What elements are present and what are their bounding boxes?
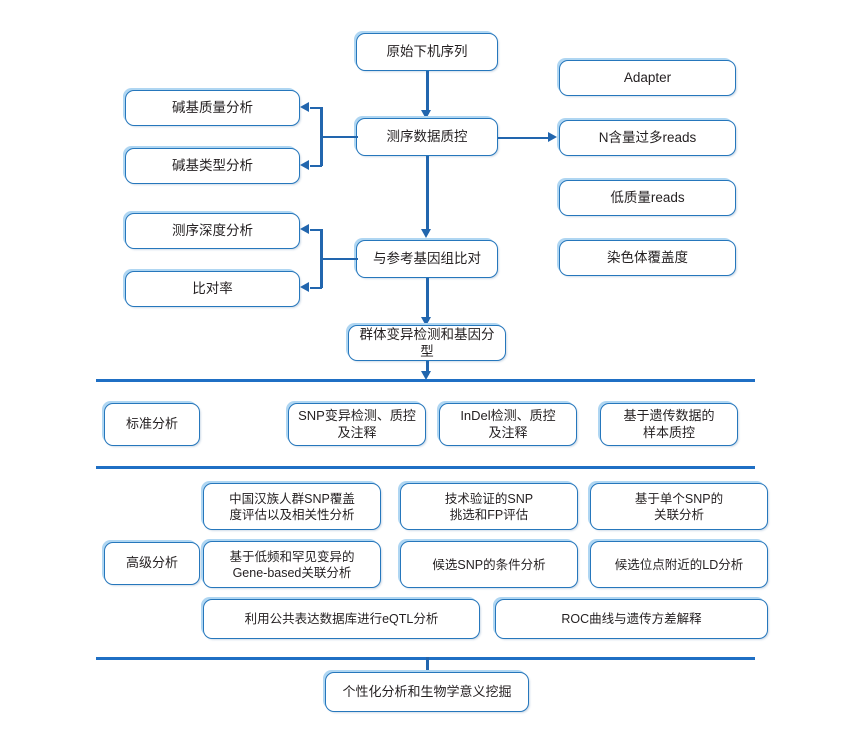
section-label-standard-text: 标准分析 bbox=[125, 416, 178, 432]
arrowhead-to-depth-analysis bbox=[300, 224, 309, 234]
node-personalized-analysis[interactable]: 个性化分析和生物学意义挖掘 bbox=[325, 672, 529, 712]
node-standard-item-0-label: SNP变异检测、质控 及注释 bbox=[298, 407, 416, 440]
connector-qc-to-align bbox=[426, 156, 429, 233]
node-advanced-r2-item-2[interactable]: 候选位点附近的LD分析 bbox=[590, 541, 768, 588]
connector-qc-to-n-reads bbox=[498, 136, 548, 139]
node-advanced-r2-item-2-label: 候选位点附近的LD分析 bbox=[614, 557, 744, 572]
node-variant-calling-label: 群体变异检测和基因分型 bbox=[359, 326, 495, 359]
node-base-type[interactable]: 碱基类型分析 bbox=[125, 148, 300, 184]
connector-to-alignment-rate bbox=[310, 286, 322, 289]
node-advanced-r1-item-0[interactable]: 中国汉族人群SNP覆盖 度评估以及相关性分析 bbox=[203, 483, 381, 530]
arrowhead-variant-to-standard bbox=[420, 371, 431, 380]
node-raw-sequence-label: 原始下机序列 bbox=[386, 44, 468, 60]
node-alignment-rate[interactable]: 比对率 bbox=[125, 271, 300, 307]
connector-qc-left-riser bbox=[320, 107, 323, 166]
node-variant-calling[interactable]: 群体变异检测和基因分型 bbox=[348, 325, 506, 361]
node-align-reference[interactable]: 与参考基因组比对 bbox=[356, 240, 498, 278]
arrowhead-to-alignment-rate bbox=[300, 282, 309, 292]
node-depth-analysis[interactable]: 测序深度分析 bbox=[125, 213, 300, 249]
node-standard-item-2-label: 基于遗传数据的 样本质控 bbox=[623, 407, 715, 440]
connector-raw-to-qc bbox=[426, 71, 429, 114]
node-advanced-r3-item-0-label: 利用公共表达数据库进行eQTL分析 bbox=[244, 612, 439, 626]
arrowhead-raw-to-qc bbox=[420, 110, 431, 119]
arrowhead-qc-to-align bbox=[420, 229, 431, 238]
node-standard-item-1-label: InDel检测、质控 及注释 bbox=[460, 407, 556, 440]
node-adapter[interactable]: Adapter bbox=[559, 60, 736, 96]
arrowhead-align-to-variant bbox=[420, 317, 431, 326]
node-advanced-r2-item-1[interactable]: 候选SNP的条件分析 bbox=[400, 541, 578, 588]
connector-to-depth-analysis bbox=[310, 228, 322, 231]
divider-standard-top bbox=[96, 379, 755, 382]
connector-variant-to-standard bbox=[426, 361, 429, 375]
connector-to-base-quality bbox=[310, 106, 322, 109]
node-advanced-r2-item-0[interactable]: 基于低频和罕见变异的 Gene-based关联分析 bbox=[203, 541, 381, 588]
node-depth-analysis-label: 测序深度分析 bbox=[172, 223, 253, 239]
connector-align-to-variant bbox=[426, 278, 429, 321]
divider-advanced-bottom bbox=[96, 657, 755, 660]
node-adapter-label: Adapter bbox=[623, 70, 672, 86]
node-base-type-label: 碱基类型分析 bbox=[172, 158, 253, 174]
node-chromosome-coverage[interactable]: 染色体覆盖度 bbox=[559, 240, 736, 276]
node-alignment-rate-label: 比对率 bbox=[192, 281, 233, 297]
node-advanced-r3-item-1[interactable]: ROC曲线与遗传方差解释 bbox=[495, 599, 768, 639]
node-high-n-reads-label: N含量过多reads bbox=[598, 130, 697, 146]
node-base-quality-label: 碱基质量分析 bbox=[172, 100, 253, 116]
node-advanced-r1-item-2[interactable]: 基于单个SNP的 关联分析 bbox=[590, 483, 768, 530]
node-advanced-r3-item-1-label: ROC曲线与遗传方差解释 bbox=[561, 612, 702, 626]
node-advanced-r2-item-1-label: 候选SNP的条件分析 bbox=[432, 557, 546, 572]
node-advanced-r1-item-1-label: 技术验证的SNP 挑选和FP评估 bbox=[444, 491, 534, 522]
node-standard-item-2[interactable]: 基于遗传数据的 样本质控 bbox=[600, 403, 738, 446]
connector-align-left-riser bbox=[320, 229, 323, 288]
node-advanced-r1-item-1[interactable]: 技术验证的SNP 挑选和FP评估 bbox=[400, 483, 578, 530]
connector-qc-left-stem bbox=[322, 135, 358, 138]
node-chromosome-coverage-label: 染色体覆盖度 bbox=[607, 250, 688, 266]
node-qc[interactable]: 测序数据质控 bbox=[356, 118, 498, 156]
arrowhead-to-base-type bbox=[300, 160, 309, 170]
node-advanced-r1-item-0-label: 中国汉族人群SNP覆盖 度评估以及相关性分析 bbox=[229, 491, 355, 522]
connector-to-personalized bbox=[426, 657, 429, 676]
node-personalized-analysis-label: 个性化分析和生物学意义挖掘 bbox=[342, 683, 512, 699]
arrowhead-qc-to-n-reads bbox=[548, 132, 557, 142]
connector-align-left-stem bbox=[322, 257, 358, 260]
connector-to-base-type bbox=[310, 164, 322, 167]
section-label-standard[interactable]: 标准分析 bbox=[104, 403, 200, 446]
section-label-advanced[interactable]: 高级分析 bbox=[104, 542, 200, 585]
node-low-quality-reads[interactable]: 低质量reads bbox=[559, 180, 736, 216]
node-raw-sequence[interactable]: 原始下机序列 bbox=[356, 33, 498, 71]
node-standard-item-1[interactable]: InDel检测、质控 及注释 bbox=[439, 403, 577, 446]
node-qc-label: 测序数据质控 bbox=[386, 129, 468, 145]
section-label-advanced-text: 高级分析 bbox=[125, 555, 178, 571]
node-base-quality[interactable]: 碱基质量分析 bbox=[125, 90, 300, 126]
node-advanced-r1-item-2-label: 基于单个SNP的 关联分析 bbox=[634, 491, 724, 522]
divider-standard-bottom bbox=[96, 466, 755, 469]
node-low-quality-reads-label: 低质量reads bbox=[610, 190, 685, 206]
node-advanced-r3-item-0[interactable]: 利用公共表达数据库进行eQTL分析 bbox=[203, 599, 480, 639]
node-high-n-reads[interactable]: N含量过多reads bbox=[559, 120, 736, 156]
node-align-reference-label: 与参考基因组比对 bbox=[373, 251, 481, 267]
arrowhead-to-base-quality bbox=[300, 102, 309, 112]
node-standard-item-0[interactable]: SNP变异检测、质控 及注释 bbox=[288, 403, 426, 446]
node-advanced-r2-item-0-label: 基于低频和罕见变异的 Gene-based关联分析 bbox=[229, 549, 355, 580]
